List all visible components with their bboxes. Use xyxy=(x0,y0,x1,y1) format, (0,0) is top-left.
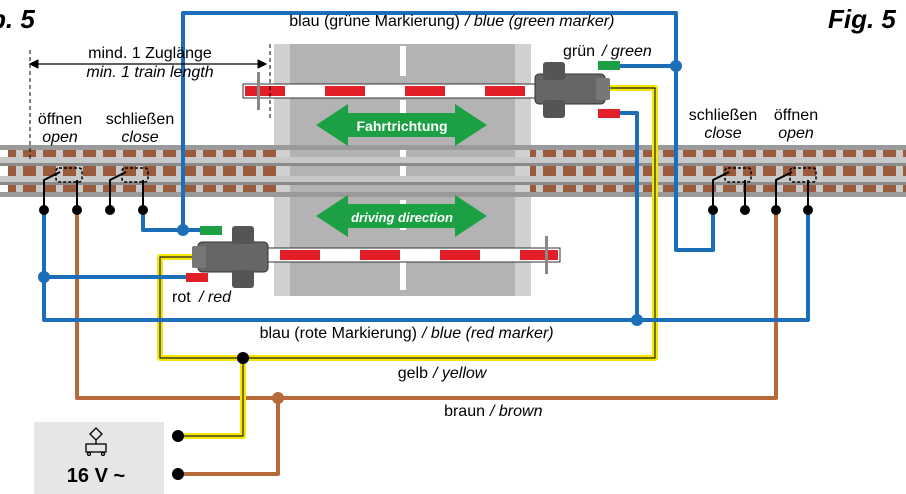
arrow-fahrtrichtung: Fahrtrichtung xyxy=(316,104,487,146)
road-edge-left xyxy=(274,44,290,296)
wire-contact-left xyxy=(43,171,144,208)
label-green-en: / green xyxy=(601,43,652,60)
track-contacts xyxy=(55,167,817,183)
wire-blue-red xyxy=(42,111,810,322)
transformer-icon xyxy=(85,427,107,457)
barrier-bottom xyxy=(186,226,561,288)
label-red-en: / red xyxy=(198,289,232,306)
arrow-label-bottom: driving direction xyxy=(351,210,453,225)
marker-green-bottom xyxy=(200,226,222,235)
train-length-en: min. 1 train length xyxy=(86,64,213,81)
left-open-en: open xyxy=(42,129,78,146)
left-open-de: öffnen xyxy=(38,111,82,128)
label-blue-green-en: / blue (green marker) xyxy=(464,13,614,30)
label-blue-red-en: / blue (red marker) xyxy=(421,325,554,342)
label-blue-green: blau (grüne Markierung) xyxy=(289,13,460,30)
road-edge-right xyxy=(515,44,531,296)
track xyxy=(0,145,906,197)
arrow-driving-direction: driving direction xyxy=(316,195,487,237)
label-brown: braun xyxy=(444,403,485,420)
transformer-voltage: 16 V ~ xyxy=(67,465,125,487)
figure-label-left: b. 5 xyxy=(0,4,35,34)
marker-green-top xyxy=(598,61,620,70)
right-close-en: close xyxy=(704,125,741,142)
label-yellow-en: / yellow xyxy=(432,365,488,382)
wire-blue-close-left xyxy=(141,208,200,232)
marker-red-top xyxy=(598,109,620,118)
barrier-top xyxy=(242,61,620,118)
wire-contact-right xyxy=(712,171,809,208)
label-blue-red: blau (rote Markierung) xyxy=(260,325,417,342)
label-green: grün xyxy=(563,43,595,60)
wire-brown xyxy=(75,208,778,476)
label-red: rot xyxy=(172,289,191,306)
terminal-brown xyxy=(172,468,184,480)
right-open-de: öffnen xyxy=(774,107,818,124)
left-close-de: schließen xyxy=(106,111,174,128)
left-close-en: close xyxy=(121,129,158,146)
marker-red-bottom xyxy=(186,273,208,282)
wire-junctions xyxy=(38,60,813,404)
right-open-en: open xyxy=(778,125,814,142)
right-close-de: schließen xyxy=(689,107,757,124)
train-length-dimension: mind. 1 Zuglänge min. 1 train length xyxy=(28,44,271,160)
terminal-yellow xyxy=(172,430,184,442)
arrow-label-top: Fahrtrichtung xyxy=(357,118,448,134)
transformer: 16 V ~ xyxy=(34,422,184,494)
label-yellow: gelb xyxy=(398,365,428,382)
train-length-de: mind. 1 Zuglänge xyxy=(88,45,212,62)
label-brown-en: / brown xyxy=(489,403,543,420)
wire-blue-green xyxy=(181,11,715,252)
figure-label-right: Fig. 5 xyxy=(828,4,896,34)
